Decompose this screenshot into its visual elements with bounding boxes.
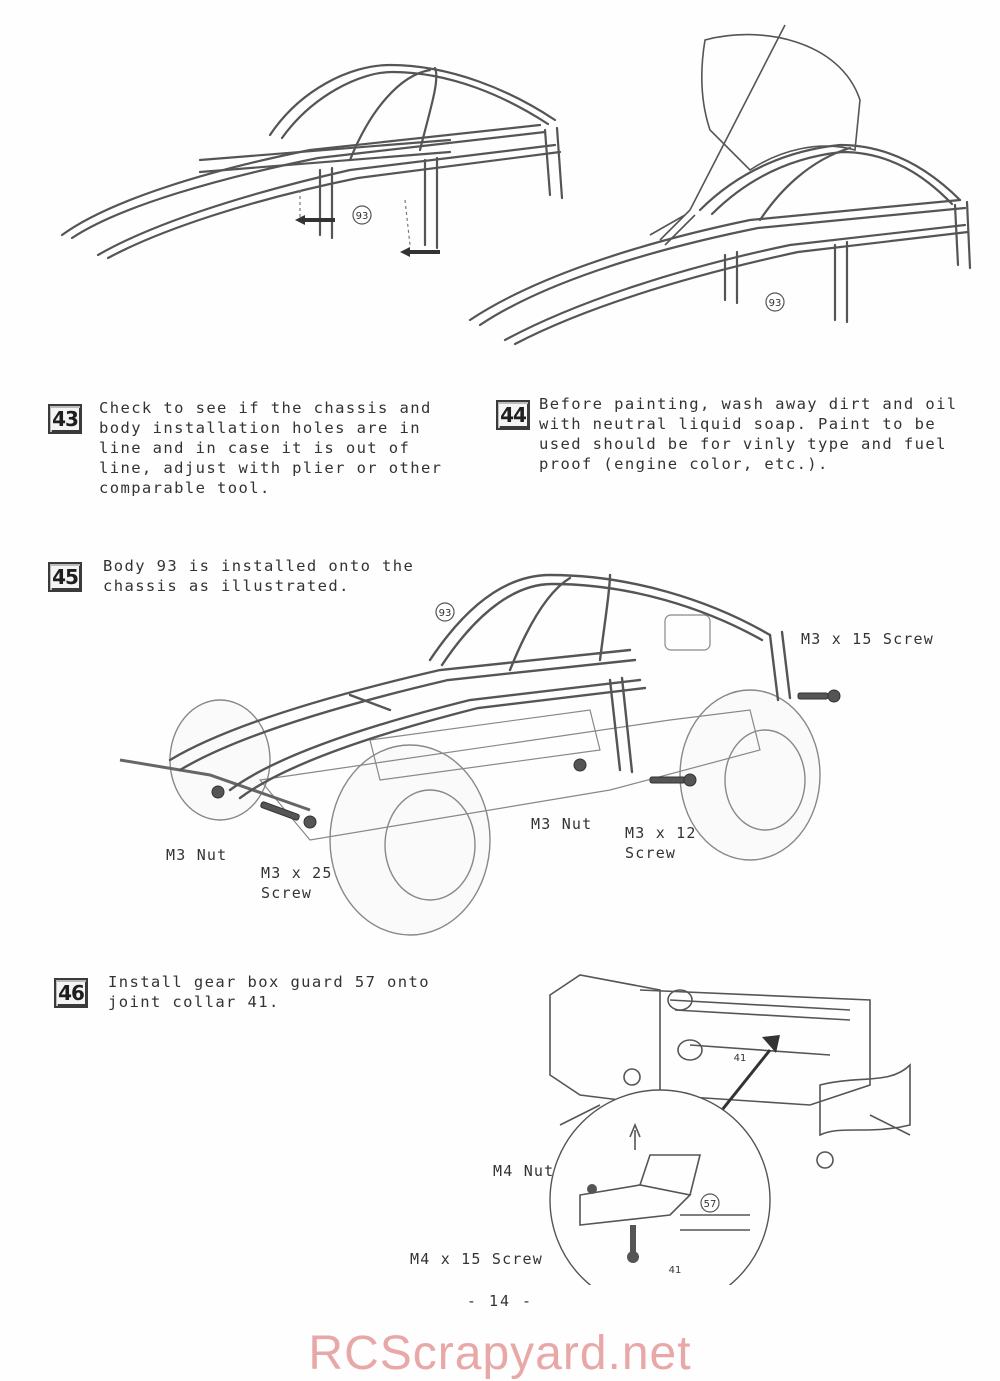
figure-46-gear-box-guard: 57 41 41 xyxy=(549,974,911,1285)
step-44-instructions: Before painting, wash away dirt and oil … xyxy=(539,395,958,473)
watermark: RCScrapyard.net xyxy=(308,1327,692,1380)
figure-43-body-frame: 93 xyxy=(60,63,564,260)
figure-45-body-installation: 93 xyxy=(119,573,841,936)
step-45-instructions: Body 93 is installed onto the chassis as… xyxy=(103,557,415,595)
figure-44-painting: 93 xyxy=(468,24,972,346)
step-45-number: 45 xyxy=(51,565,79,589)
label-m3x25-screw: M3 x 25 Screw xyxy=(261,864,333,902)
step-43-badge: 43 xyxy=(48,404,82,434)
step-43-instructions: Check to see if the chassis and body ins… xyxy=(99,399,443,497)
step-46-badge: 46 xyxy=(54,978,88,1008)
figure-46-part41-bottom-callout: 41 xyxy=(669,1265,682,1276)
figure-45-part-callout: 93 xyxy=(439,608,452,619)
figure-43-part-callout: 93 xyxy=(356,211,369,222)
label-m3-nut-left: M3 Nut xyxy=(166,846,228,864)
label-m3x12-screw: M3 x 12 Screw xyxy=(625,824,697,862)
step-43-number: 43 xyxy=(51,407,79,431)
label-m4x15-screw: M4 x 15 Screw xyxy=(410,1250,543,1268)
figure-46-part57-callout: 57 xyxy=(704,1199,717,1210)
label-m3x15-screw: M3 x 15 Screw xyxy=(801,630,934,648)
step-44-number: 44 xyxy=(499,403,527,427)
step-44-badge: 44 xyxy=(496,400,530,430)
step-46-instructions: Install gear box guard 57 onto joint col… xyxy=(108,973,430,1011)
step-45-badge: 45 xyxy=(48,562,82,592)
page-number: - 14 - xyxy=(466,1292,534,1310)
figure-44-part-callout: 93 xyxy=(769,298,782,309)
step-46-number: 46 xyxy=(57,981,85,1005)
figure-46-part41-top-callout: 41 xyxy=(734,1053,747,1064)
label-m4-nut: M4 Nut xyxy=(493,1162,555,1180)
label-m3-nut-center: M3 Nut xyxy=(531,815,593,833)
